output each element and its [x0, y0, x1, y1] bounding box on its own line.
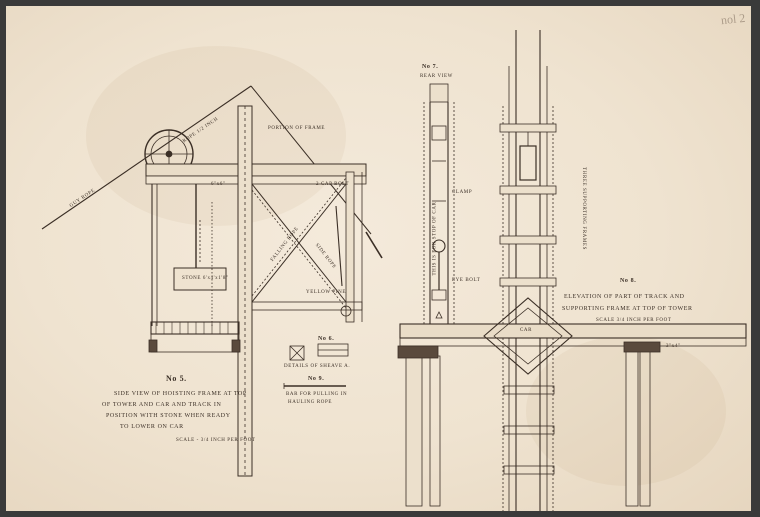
fig7-caption: REAR VIEW: [420, 74, 453, 79]
fig8-caption-line: ELEVATION OF PART OF TRACK AND: [564, 294, 685, 300]
paper-stain: [86, 46, 346, 226]
fig8-scale: SCALE 3/4 INCH PER FOOT: [596, 318, 672, 323]
fig5-frame-label: 6"x6": [211, 182, 226, 187]
fig7-drawing: [423, 83, 455, 336]
fig5-caption-line: TO LOWER ON CAR: [120, 424, 184, 430]
fig5-caption-line: POSITION WITH STONE WHEN READY: [106, 413, 231, 419]
fig8-caption-line: SUPPORTING FRAME AT TOP OF TOWER: [562, 306, 693, 312]
fig5-top-label: PORTION OF FRAME: [268, 126, 326, 131]
fig6-caption: DETAILS OF SHEAVE A.: [284, 364, 351, 369]
fig7-number: No 7.: [422, 64, 439, 70]
fig8-number: No 8.: [620, 278, 637, 284]
drawing-sheet: nol 2 ROPE 1/2 INCH GUY ROPE PORTION OF …: [6, 6, 751, 511]
fig5-caption-line: SIDE VIEW OF HOISTING FRAME AT TOP: [114, 391, 247, 397]
fig5-stone-label: STONE 6'x4'x1'8": [182, 276, 229, 281]
fig8-dim: 3"x4": [666, 344, 681, 349]
fig7-note: THIS IS FOR STOP OF CAR: [432, 201, 438, 276]
fig9-drawing: [283, 383, 346, 389]
fig9-caption-line: BAR FOR PULLING IN: [286, 392, 348, 397]
fig7-clamp: CLAMP: [452, 190, 473, 195]
fig5-caption-line: OF TOWER AND CAR AND TRACK IN: [102, 402, 222, 408]
fig6-number: No 6.: [318, 336, 335, 342]
fig7-eye-bolt: EYE BOLT: [452, 278, 481, 283]
fig5-number: No 5.: [166, 374, 187, 383]
fig9-number: No 9.: [308, 376, 325, 382]
pencil-annotation: nol 2: [719, 10, 746, 28]
fig5-bolt-label: 2 CAP BOLT: [316, 182, 350, 187]
technical-drawing: [41, 30, 747, 511]
fig9-caption-line: HAULING ROPE: [288, 400, 333, 405]
fig5-scale: SCALE - 3/4 INCH PER FOOT: [176, 438, 256, 443]
fig8-frame-note: THREE SUPPORTING FRAMES: [580, 167, 586, 250]
fig5-drawing: [41, 85, 383, 477]
fig8-drawing: [397, 30, 747, 511]
fig5-yellow-pine: YELLOW PINE: [306, 290, 346, 295]
fig6-drawing: [289, 343, 349, 361]
fig8-car-label: CAR: [520, 328, 533, 333]
